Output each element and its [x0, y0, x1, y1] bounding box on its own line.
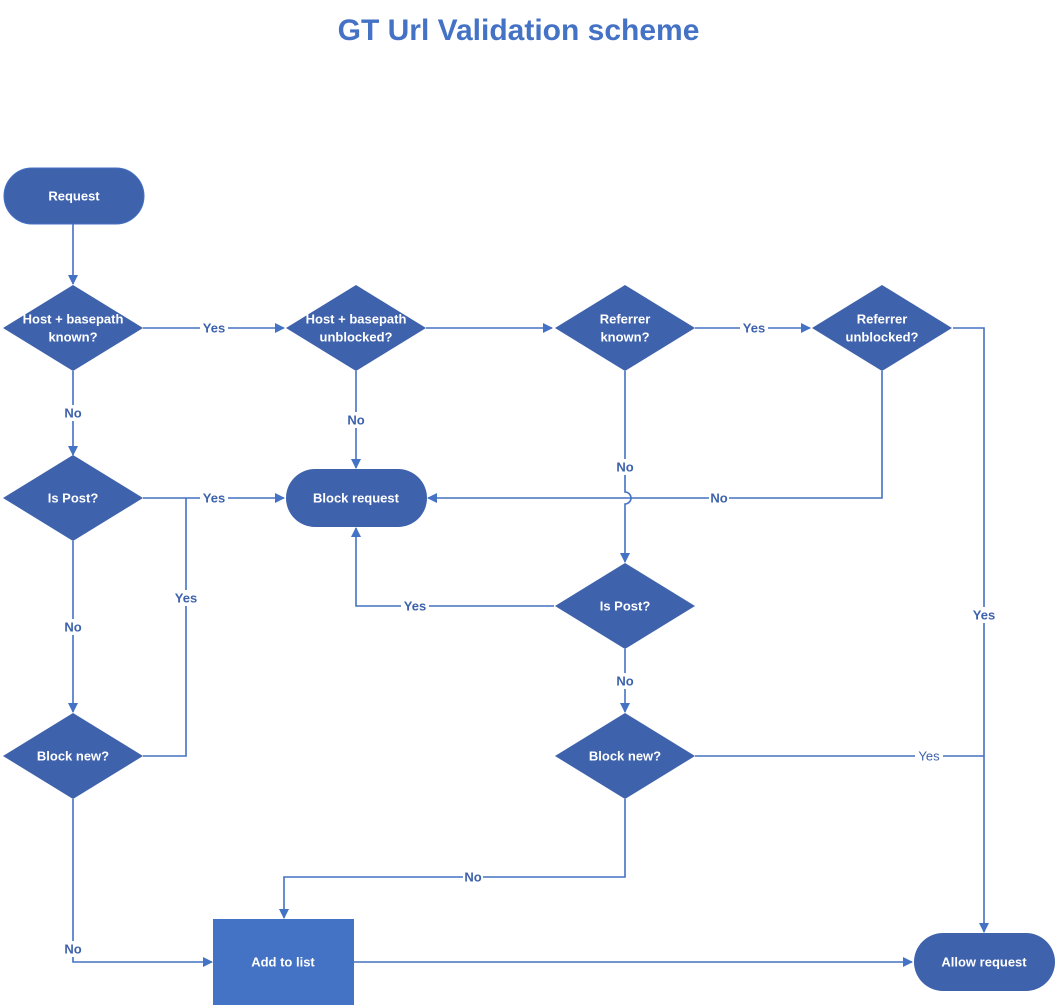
block-new-right-no-label: No — [464, 870, 481, 885]
referrer-unblocked-no-label: No — [710, 491, 727, 506]
add-to-list-label: Add to list — [251, 955, 315, 970]
allow-request-terminator — [914, 933, 1055, 991]
allow-request-label: Allow request — [941, 955, 1027, 970]
block-new-left-yes-label-bg — [172, 590, 200, 606]
block-new-left-label: Block new? — [37, 749, 109, 764]
request-label: Request — [48, 189, 100, 204]
is-post-right-no-label-bg — [615, 673, 635, 689]
is-post-left-yes-label-bg — [200, 490, 228, 506]
block-new-right-yes-label: Yes — [918, 749, 940, 764]
nodes — [3, 167, 1055, 1005]
is-post-right-yes-label: Yes — [404, 599, 426, 614]
host-known-decision — [3, 285, 143, 371]
edge-referrer-unblocked-yes — [953, 327, 989, 933]
add-to-list-process — [213, 919, 354, 1005]
block-new-right-yes-label-bg — [915, 748, 943, 764]
block-new-right-decision — [555, 713, 695, 799]
is-post-right-decision — [555, 563, 695, 649]
referrer-known-no-label: No — [616, 460, 633, 475]
host-unblocked-no-label-bg — [346, 412, 366, 428]
is-post-left-decision — [3, 455, 143, 541]
referrer-known-no-label-bg — [615, 459, 635, 475]
block-request-label: Block request — [313, 491, 400, 506]
is-post-left-no-label: No — [64, 620, 81, 635]
edge-block-new-left-yes — [143, 498, 187, 757]
block-new-right-label: Block new? — [589, 749, 661, 764]
is-post-left-no-label-bg — [63, 619, 83, 635]
edge-block-new-left-no — [72, 799, 213, 967]
diagram-title: GT Url Validation scheme — [337, 14, 700, 47]
host-known-yes-label-bg — [200, 320, 228, 336]
is-post-right-yes-label-bg — [401, 598, 429, 614]
referrer-known-decision — [555, 285, 695, 371]
host-known-yes-label: Yes — [203, 321, 225, 336]
referrer-unblocked-decision — [812, 285, 952, 371]
block-new-right-no-label-bg — [463, 869, 483, 885]
is-post-right-no-label: No — [616, 674, 633, 689]
block-new-left-yes-label: Yes — [175, 591, 197, 606]
host-known-no-label-bg — [63, 405, 83, 421]
referrer-known-yes-label: Yes — [743, 321, 765, 336]
edge-is-post-right-yes — [351, 527, 554, 607]
referrer-known-yes-label-bg — [740, 320, 768, 336]
request-terminator — [3, 167, 145, 225]
is-post-left-yes-label: Yes — [203, 491, 225, 506]
edge-block-new-right-no — [279, 799, 626, 919]
block-request-terminator — [286, 469, 427, 527]
referrer-unblocked-no-label-bg — [709, 490, 729, 506]
referrer-unblocked-yes-label: Yes — [973, 608, 995, 623]
is-post-left-label: Is Post? — [48, 491, 99, 506]
referrer-unblocked-yes-label-bg — [970, 607, 998, 623]
host-unblocked-no-label: No — [347, 413, 364, 428]
block-new-left-no-label: No — [64, 942, 81, 957]
block-new-left-no-label-bg — [63, 941, 83, 957]
host-known-no-label: No — [64, 406, 81, 421]
edge-referrer-unblocked-no — [427, 371, 883, 503]
host-unblocked-decision — [286, 285, 426, 371]
block-new-left-decision — [3, 713, 143, 799]
is-post-right-label: Is Post? — [600, 599, 651, 614]
